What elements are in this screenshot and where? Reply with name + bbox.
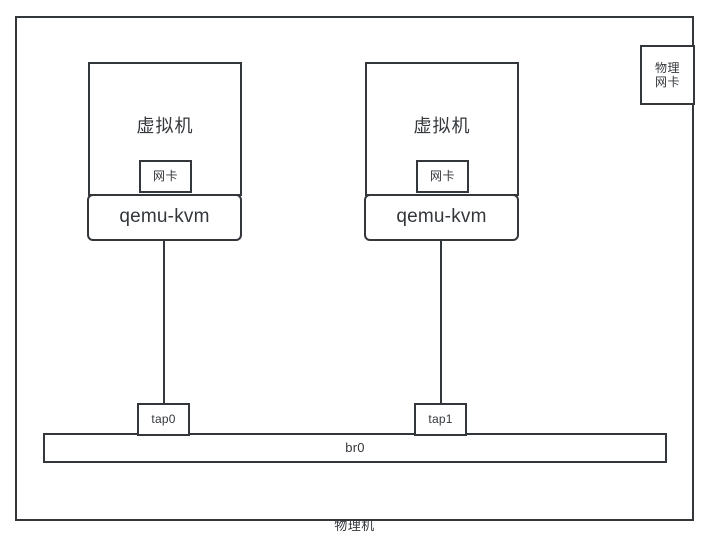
qemu-kvm-1-box: qemu-kvm — [87, 194, 242, 241]
physical-nic-box: 物理 网卡 — [640, 45, 695, 105]
tap0-label: tap0 — [151, 412, 176, 427]
host-machine-label: 物理机 — [334, 518, 375, 533]
qemu-kvm-2-label: qemu-kvm — [396, 206, 487, 228]
qemu-kvm-1-label: qemu-kvm — [119, 206, 210, 228]
virtual-machine-2-label: 虚拟机 — [413, 116, 471, 136]
virtual-machine-2-nic-label: 网卡 — [429, 169, 455, 184]
bridge-br0-box: br0 — [43, 433, 667, 463]
tap1-label: tap1 — [428, 412, 453, 427]
qemu-kvm-2-box: qemu-kvm — [364, 194, 519, 241]
virtual-machine-2-nic-box: 网卡 — [416, 160, 469, 193]
virtual-machine-1-nic-label: 网卡 — [152, 169, 178, 184]
connector-qemu1-to-tap0 — [163, 241, 165, 404]
tap0-box: tap0 — [137, 403, 190, 436]
virtual-machine-1-nic-box: 网卡 — [139, 160, 192, 193]
connector-qemu2-to-tap1 — [440, 241, 442, 404]
tap1-box: tap1 — [414, 403, 467, 436]
bridge-br0-label: br0 — [345, 440, 365, 456]
virtual-machine-1-label: 虚拟机 — [136, 116, 194, 136]
physical-nic-label-line1: 物理 — [654, 60, 680, 75]
physical-nic-label-line2: 网卡 — [654, 75, 680, 89]
